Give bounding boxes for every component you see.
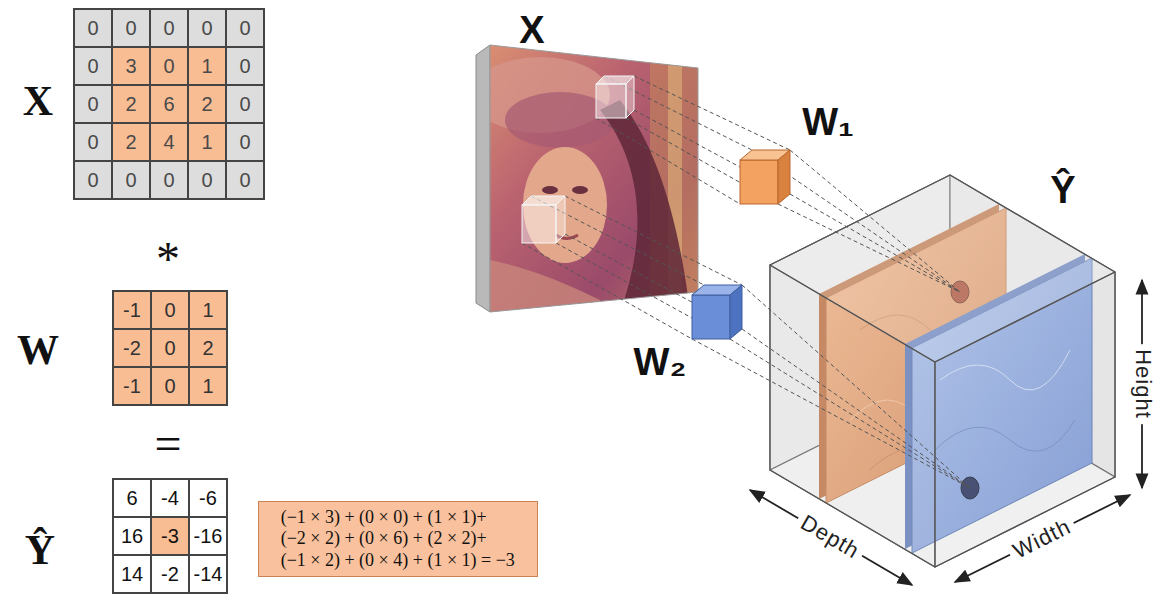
padding-cell: 0: [225, 122, 265, 162]
kernel-cube-2: [692, 285, 742, 339]
kernel-label: W₂: [634, 341, 687, 384]
padding-cell: 0: [73, 46, 113, 86]
dimension-arrows: [955, 495, 1130, 582]
input-image: [470, 40, 710, 320]
input-cell: 1: [187, 46, 227, 86]
input-cell: 0: [149, 46, 189, 86]
projection-lines: [742, 285, 970, 488]
padding-cell: 0: [187, 8, 227, 48]
input-image: [542, 186, 558, 194]
kernel-cell: 1: [188, 366, 228, 406]
kernel-label: W₁: [802, 101, 854, 144]
output-volume-front: [770, 175, 1115, 567]
padding-cell: 0: [225, 8, 265, 48]
projection-lines: [778, 204, 960, 292]
receptive-field: [522, 205, 556, 243]
projection-lines: [522, 243, 692, 339]
receptive-field: [556, 196, 565, 243]
kernel-cell: 2: [188, 328, 228, 368]
receptive-field: [626, 76, 634, 118]
padding-cell: 0: [149, 160, 189, 200]
output-cell: -3: [150, 516, 190, 556]
kernel-cube-2: [692, 295, 730, 339]
kernel-cell: -2: [112, 328, 152, 368]
kernel-cube-1: [740, 150, 790, 204]
kernel-cell: 0: [150, 366, 190, 406]
padding-cell: 0: [73, 160, 113, 200]
output-label: Ŷ: [1050, 169, 1075, 212]
projection-lines: [522, 76, 970, 488]
input-image: [470, 40, 710, 320]
matrix-label: W: [17, 326, 59, 374]
padding-cell: 0: [73, 8, 113, 48]
dimension-arrows: [750, 280, 1142, 585]
padding-cell: 0: [73, 122, 113, 162]
input-image: [476, 45, 490, 312]
input-image: [490, 260, 600, 320]
output-cell: -6: [188, 478, 228, 518]
output-cell: 14: [112, 554, 152, 594]
kernel-cell: 0: [150, 290, 190, 330]
output-cell: -14: [188, 554, 228, 594]
input-cell: 3: [111, 46, 151, 86]
projection-lines: [626, 118, 778, 204]
padding-cell: 0: [225, 46, 265, 86]
input-cell: 2: [111, 84, 151, 124]
projection-lines: [790, 194, 960, 292]
input-image: [490, 45, 698, 312]
kernel-cell: -1: [112, 366, 152, 406]
input-cell: 6: [149, 84, 189, 124]
projection-lines: [565, 196, 742, 285]
output-volume: [770, 175, 1115, 567]
matrix-label: X: [23, 77, 53, 125]
kernel-cell: 0: [150, 328, 190, 368]
projection-lines: [692, 339, 970, 488]
input-image: [600, 100, 690, 312]
padding-cell: 0: [149, 8, 189, 48]
output-volume-front: [935, 272, 1115, 567]
padding-cell: 0: [187, 160, 227, 200]
padding-cell: 0: [225, 84, 265, 124]
projection-lines: [596, 118, 740, 204]
output-cell: -16: [188, 516, 228, 556]
projection-lines: [531, 196, 704, 285]
output-cell: 6: [112, 478, 152, 518]
input-cell: 1: [187, 122, 227, 162]
output-cell: -2: [150, 554, 190, 594]
kernel-cell: 1: [188, 290, 228, 330]
kernel-cell: -1: [112, 290, 152, 330]
receptive-field: [522, 76, 634, 243]
input-image: [572, 186, 588, 194]
projection-lines: [604, 76, 752, 150]
operator-symbol: =: [154, 416, 181, 471]
projection-lines: [730, 339, 970, 488]
formula-box: (−1 × 3) + (0 × 0) + (1 × 1)+ (−2 × 2) +…: [258, 501, 538, 578]
padding-cell: 0: [111, 8, 151, 48]
input-cell: 2: [111, 122, 151, 162]
output-cell: -4: [150, 478, 190, 518]
matrix-label: Ŷ: [25, 526, 55, 574]
kernel-cube-1: [778, 150, 790, 204]
input-image: [523, 147, 607, 263]
operator-symbol: *: [156, 231, 180, 286]
image-label: X: [519, 9, 544, 52]
kernel-cube-2: [730, 285, 742, 339]
output-cell: 16: [112, 516, 152, 556]
padding-cell: 0: [111, 160, 151, 200]
formula-text: (−1 × 3) + (0 × 0) + (1 × 1)+ (−2 × 2) +…: [281, 507, 516, 572]
padding-cell: 0: [73, 84, 113, 124]
input-cell: 4: [149, 122, 189, 162]
projection-lines: [742, 329, 970, 488]
receptive-field: [596, 84, 626, 118]
axis-label: Height: [1128, 344, 1158, 424]
dimension-arrows: [750, 490, 912, 585]
kernel-cube-1: [740, 160, 778, 204]
projection-lines: [634, 76, 790, 150]
padding-cell: 0: [225, 160, 265, 200]
projection-lines: [752, 150, 960, 292]
projection-lines: [790, 150, 960, 292]
input-cell: 2: [187, 84, 227, 124]
